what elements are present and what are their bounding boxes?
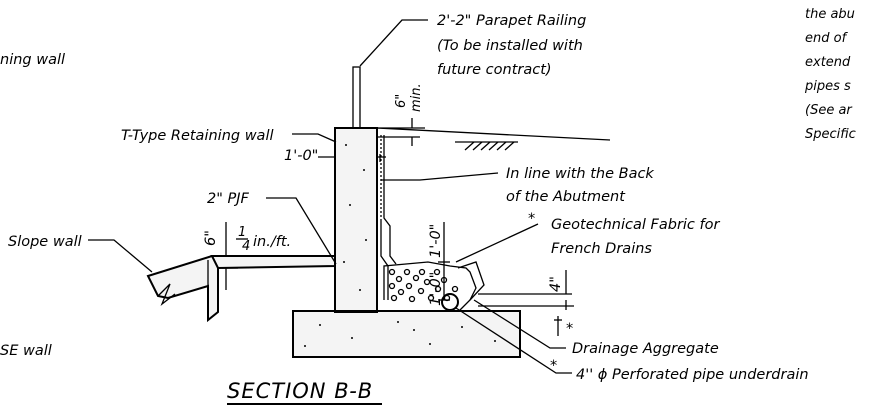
geo-label-1: Geotechnical Fabric for xyxy=(551,217,720,233)
dim-6-min-unit: min. xyxy=(409,83,424,112)
pjf-label: 2" PJF xyxy=(207,191,250,207)
slope-wall-label: Slope wall xyxy=(8,234,82,250)
slope-wall-leader xyxy=(88,239,153,273)
ground-line xyxy=(376,127,611,141)
drainage-label: Drainage Aggregate xyxy=(572,341,719,357)
perforated-pipe xyxy=(441,293,459,311)
note-line-5: (See ar xyxy=(805,103,853,118)
slope-rate-unit: in./ft. xyxy=(253,234,291,250)
parapet-post xyxy=(352,66,361,129)
dim-vert-1: 1'-0" xyxy=(428,224,444,258)
note-line-6: Specific xyxy=(805,127,856,142)
dim-vertical-pair xyxy=(438,222,450,301)
note-line-1: the abu xyxy=(805,7,855,22)
dim-6-min-val: 6" xyxy=(394,94,409,108)
geo-star: * xyxy=(528,211,535,227)
french-drain-fabric xyxy=(383,261,477,311)
pipe-leader xyxy=(455,307,572,374)
drainage-leader xyxy=(473,299,566,349)
t-type-label: T-Type Retaining wall xyxy=(121,128,274,144)
geo-label-2: French Drains xyxy=(551,241,652,257)
note-line-4: pipes s xyxy=(804,79,851,94)
stem-wall xyxy=(334,127,378,313)
dim-1ft-label: 1'-0" xyxy=(284,148,318,164)
fabric-top xyxy=(457,261,485,301)
note-line-3: extend xyxy=(805,55,851,70)
pjf-leader xyxy=(266,197,337,265)
ground-hatch xyxy=(455,141,518,151)
parapet-label-3: future contract) xyxy=(437,62,552,78)
inline-label-2: of the Abutment xyxy=(506,189,626,205)
parapet-label-1: 2'-2" Parapet Railing xyxy=(437,13,586,29)
slope-wall xyxy=(146,255,336,323)
pipe-star: * xyxy=(550,358,557,374)
parapet-label-2: (To be installed with xyxy=(437,38,583,54)
drain-strip xyxy=(376,132,397,300)
dim-6in-slab xyxy=(222,222,238,290)
inline-label-1: In line with the Back xyxy=(506,166,654,182)
concrete-stipple xyxy=(304,144,496,347)
slope-rate-den: 4 xyxy=(242,239,250,254)
left-partial-label: ning wall xyxy=(0,52,65,68)
mse-partial-label: SE wall xyxy=(0,343,52,359)
inline-leader xyxy=(381,172,499,181)
t-type-leader xyxy=(292,133,337,143)
dim-6in-label: 6" xyxy=(203,230,219,246)
pipe-label: 4'' ϕ Perforated pipe underdrain xyxy=(576,367,809,383)
note-line-2: end of xyxy=(805,31,849,46)
dim-vert-2: 1'-0" xyxy=(428,272,444,306)
dim-4in xyxy=(478,270,574,310)
footing xyxy=(292,310,521,358)
section-title: SECTION B-B xyxy=(227,379,373,403)
dim-6-min xyxy=(377,118,425,146)
slope-rate-num: 1 xyxy=(238,225,246,240)
drainage-aggregate xyxy=(388,268,459,303)
geo-leader xyxy=(455,223,539,263)
dim-4in-label: 4" xyxy=(548,276,564,292)
lower-dims xyxy=(554,316,562,336)
dim-1ft-horizontal xyxy=(318,154,386,162)
parapet-leader xyxy=(359,19,428,67)
lower-star: * xyxy=(566,321,573,337)
